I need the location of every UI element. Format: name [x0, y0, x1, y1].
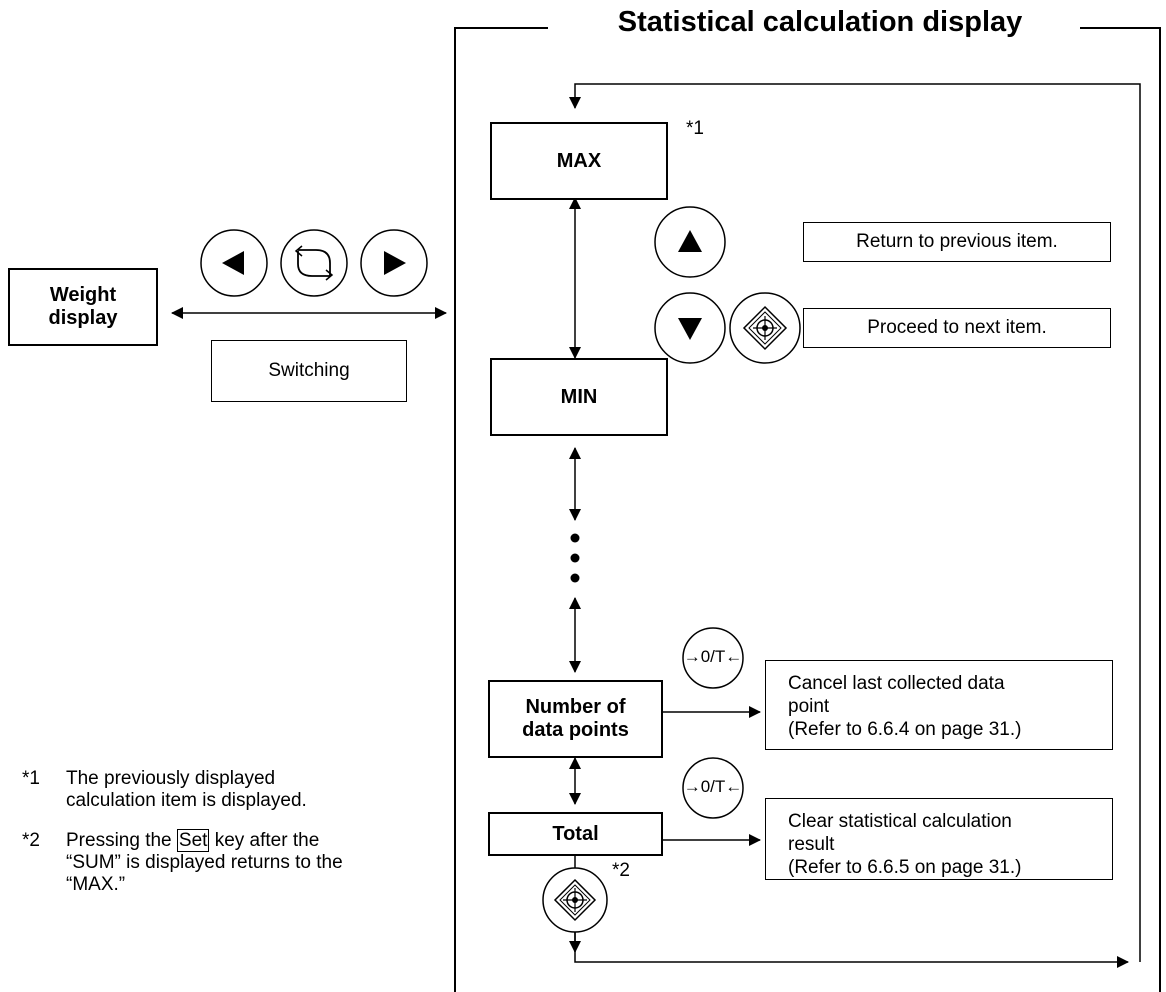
footnote-1-mark: *1	[22, 768, 40, 789]
set-diamond-icon	[553, 878, 597, 922]
set-key-label: Set	[176, 829, 210, 852]
loop-top-line	[569, 83, 1141, 962]
zero-tare-label-1: →0/T←	[683, 647, 743, 666]
max-box: MAX	[490, 122, 668, 200]
ellipsis-dot	[570, 573, 580, 583]
cancel-data-box: Cancel last collected data point (Refer …	[765, 660, 1113, 750]
ellipsis-dot	[570, 533, 580, 543]
next-item-box: Proceed to next item.	[803, 308, 1111, 348]
triangle-right-icon	[384, 251, 406, 275]
footnote-2-text: Pressing the Set key after the “SUM” is …	[66, 829, 366, 896]
count-box: Number of data points	[488, 680, 663, 758]
previous-item-label: Return to previous item.	[856, 230, 1058, 252]
display-frame	[454, 27, 1161, 992]
triangle-left-icon	[222, 251, 244, 275]
up-key[interactable]	[654, 206, 726, 278]
switching-label-box: Switching	[211, 340, 407, 402]
zero-tare-key-1[interactable]	[682, 627, 744, 689]
footnote-2-before: Pressing the	[66, 830, 177, 851]
set-key-bottom[interactable]	[542, 867, 608, 933]
footnote-1-text: The previously displayed calculation ite…	[66, 768, 307, 811]
previous-item-box: Return to previous item.	[803, 222, 1111, 262]
down-key[interactable]	[654, 292, 726, 364]
set-key[interactable]	[729, 292, 801, 364]
set-diamond-icon	[742, 305, 788, 351]
cycle-icon	[297, 249, 331, 277]
ellipsis-dot	[570, 553, 580, 563]
total-box: Total	[488, 812, 663, 856]
min-box: MIN	[490, 358, 668, 436]
zero-tare-label-2: →0/T←	[683, 777, 743, 796]
left-key[interactable]	[200, 229, 268, 297]
clear-result-box: Clear statistical calculation result (Re…	[765, 798, 1113, 880]
footnote-2: *2 Pressing the Set key after the “SUM” …	[22, 829, 382, 900]
footnote-2-after: key after the “SUM” is displayed returns…	[66, 830, 343, 895]
zero-tare-key-2[interactable]	[682, 757, 744, 819]
footnote-2-mark: *2	[22, 830, 40, 851]
triangle-up-icon	[678, 230, 702, 252]
footnote-marker-1: *1	[686, 118, 704, 139]
next-item-label: Proceed to next item.	[867, 316, 1047, 338]
switching-label: Switching	[268, 359, 350, 381]
loop-bottom-line	[574, 924, 1129, 968]
triangle-down-icon	[678, 318, 702, 340]
diagram-title: Statistical calculation display	[560, 6, 1080, 39]
weight-display-box: Weight display	[8, 268, 158, 346]
switch-key[interactable]	[280, 229, 348, 297]
right-key[interactable]	[360, 229, 428, 297]
footnote-1: *1 The previously displayed calculation …	[22, 768, 382, 818]
footnote-marker-2: *2	[612, 860, 630, 881]
